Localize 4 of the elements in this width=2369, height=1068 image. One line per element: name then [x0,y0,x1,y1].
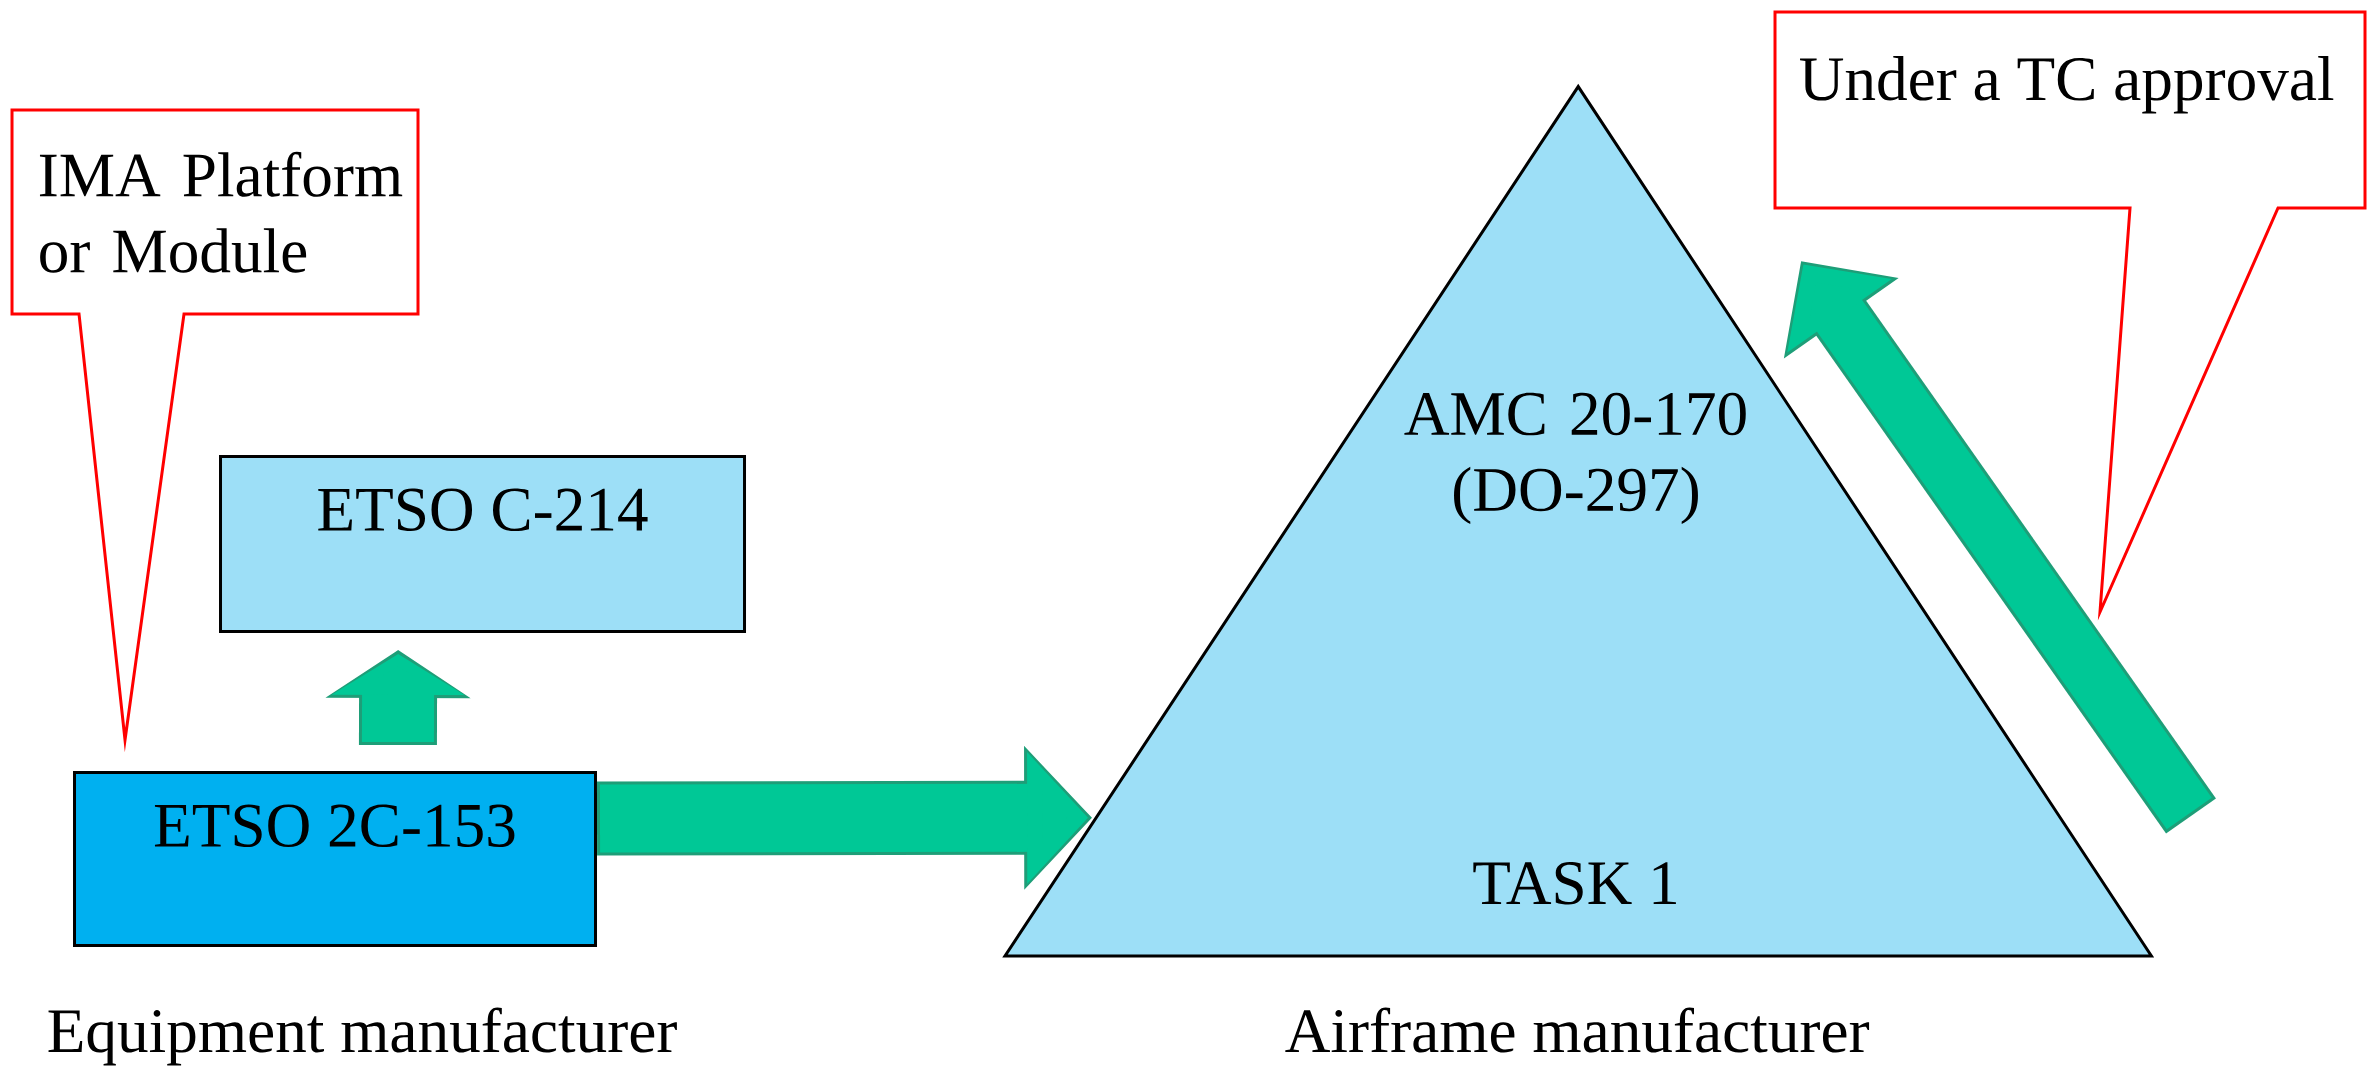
process-box: ETSO 2C-153 [73,771,597,947]
process-box: ETSO C-214 [219,455,746,633]
callout-bubble: Under a TC approval [1773,10,2367,621]
caption-label: Equipment manufacturer [48,1007,677,1066]
